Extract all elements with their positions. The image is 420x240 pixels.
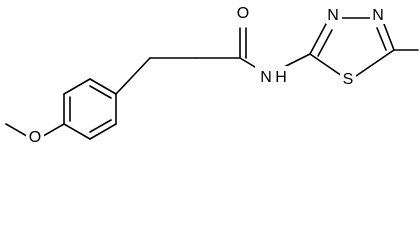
atom-methoxy-oxygen: O [26,128,44,144]
atom-ring-nitrogen-1: N [326,6,342,24]
bond-thiadiazole-s-c2 [309,53,343,77]
atom-ring-nitrogen-2: N [370,6,386,24]
atom-label: N [327,7,339,24]
atom-label: H [275,69,287,86]
atom-label: O [29,129,41,144]
bond-ring-5 [89,123,117,140]
bond-thiadiazole-c5-s [355,49,395,77]
bond-thiadiazole-c2-n3 [309,23,327,55]
bond-ring-3-inner [89,85,112,99]
atom-label: O [237,5,249,22]
bond-thiadiazole-c2-n3-inner [317,29,333,57]
bond-ring-5-inner [89,119,112,133]
bond-chain-1 [115,57,151,95]
chemical-structure-diagram: O O N H N N S [5,4,419,144]
bond-ring-3 [89,78,117,95]
atom-carbonyl-oxygen: O [234,4,252,22]
atom-label: N [260,69,272,86]
bond-thiadiazole-n4-c5-inner [376,27,387,51]
bond-ring-6 [63,123,91,140]
bond-thiadiazole-n4-c5 [383,23,395,51]
atom-amide-nh: N H [255,66,291,86]
atom-label: N [372,7,384,24]
atom-label: S [343,71,354,88]
atom-ring-sulfur: S [340,68,356,88]
bond-ring-2 [63,78,91,95]
